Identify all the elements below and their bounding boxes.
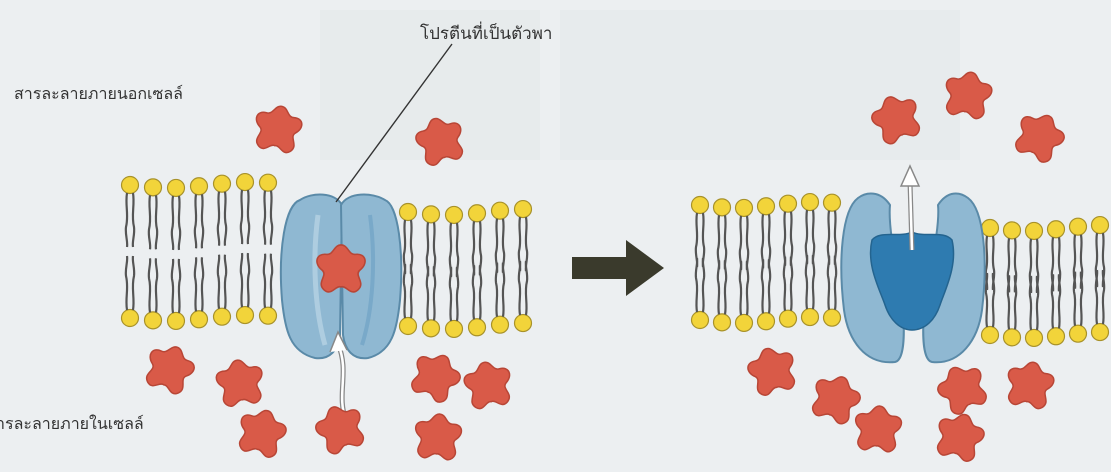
lipid-molecule bbox=[824, 194, 841, 265]
lipid-molecule bbox=[692, 258, 709, 329]
lipid-molecule bbox=[1026, 222, 1043, 293]
lipid-molecule bbox=[260, 174, 277, 245]
lipid-molecule bbox=[469, 205, 486, 276]
lipid-molecule bbox=[802, 255, 819, 326]
intracellular-label: ารละลายภายในเซลล์ bbox=[0, 412, 144, 437]
solute-molecule-icon bbox=[932, 409, 988, 464]
lipid-molecule bbox=[515, 261, 532, 332]
lipid-molecule bbox=[1092, 270, 1109, 341]
lipid-molecule bbox=[1070, 272, 1087, 343]
lipid-molecule bbox=[492, 202, 509, 272]
lipid-molecule bbox=[780, 195, 797, 265]
process-arrow-icon bbox=[572, 240, 664, 296]
lipid-molecule bbox=[802, 194, 819, 265]
extracellular-label: สารละลายภายนอกเซลล์ bbox=[14, 82, 183, 107]
carrier-protein-label: โปรตีนที่เป็นตัวพา bbox=[420, 20, 552, 47]
lipid-molecule bbox=[145, 179, 162, 250]
lipid-molecule bbox=[692, 197, 709, 268]
solute-molecule-icon bbox=[462, 358, 515, 410]
lipid-molecule bbox=[423, 206, 440, 277]
solute-molecule-icon bbox=[234, 405, 290, 460]
solute-molecule-icon bbox=[406, 346, 467, 406]
solute-molecule-icon bbox=[311, 399, 369, 457]
solute-molecule-icon bbox=[413, 412, 463, 461]
lipid-molecule bbox=[191, 257, 208, 328]
lipid-molecule bbox=[492, 263, 509, 334]
lipid-molecule bbox=[736, 261, 753, 332]
lipid-molecule bbox=[758, 259, 775, 330]
lipid-molecule bbox=[780, 257, 797, 328]
lipid-molecule bbox=[1048, 221, 1065, 292]
solute-molecule-icon bbox=[141, 339, 199, 397]
lipid-molecule bbox=[214, 175, 231, 246]
solute-molecule-icon bbox=[1010, 106, 1071, 166]
lipid-molecule bbox=[824, 256, 841, 327]
lipid-molecule bbox=[758, 198, 775, 269]
lipid-molecule bbox=[446, 267, 463, 338]
lipid-molecule bbox=[260, 254, 277, 325]
solute-molecule-icon bbox=[853, 404, 903, 453]
lipid-molecule bbox=[214, 255, 231, 326]
lipid-molecule bbox=[423, 266, 440, 337]
lipid-molecule bbox=[1026, 276, 1043, 347]
solute-molecule-icon bbox=[251, 102, 304, 154]
solute-molecule-icon bbox=[214, 357, 266, 408]
lipid-molecule bbox=[736, 199, 753, 270]
lipid-molecule bbox=[1048, 274, 1065, 345]
lipid-molecule bbox=[122, 177, 139, 248]
exit-arrow bbox=[901, 166, 919, 186]
solute-molecule-icon bbox=[744, 343, 800, 398]
lipid-molecule bbox=[237, 174, 254, 245]
lipid-molecule bbox=[1004, 222, 1021, 293]
lipid-molecule bbox=[714, 260, 731, 331]
lipid-molecule bbox=[145, 258, 162, 329]
lipid-molecule bbox=[191, 178, 208, 249]
lipid-molecule bbox=[1070, 218, 1087, 288]
solute-molecule-icon bbox=[932, 358, 993, 418]
lipid-molecule bbox=[168, 259, 185, 330]
lipid-molecule bbox=[237, 253, 254, 324]
solute-molecule-icon bbox=[1003, 358, 1056, 410]
lipid-molecule bbox=[168, 179, 185, 250]
lipid-molecule bbox=[515, 201, 532, 272]
lipid-molecule bbox=[469, 265, 486, 336]
lipid-molecule bbox=[1092, 217, 1109, 288]
lipid-molecule bbox=[1004, 275, 1021, 346]
lipid-molecule bbox=[714, 199, 731, 270]
lipid-molecule bbox=[122, 256, 139, 327]
lipid-molecule bbox=[446, 206, 463, 277]
